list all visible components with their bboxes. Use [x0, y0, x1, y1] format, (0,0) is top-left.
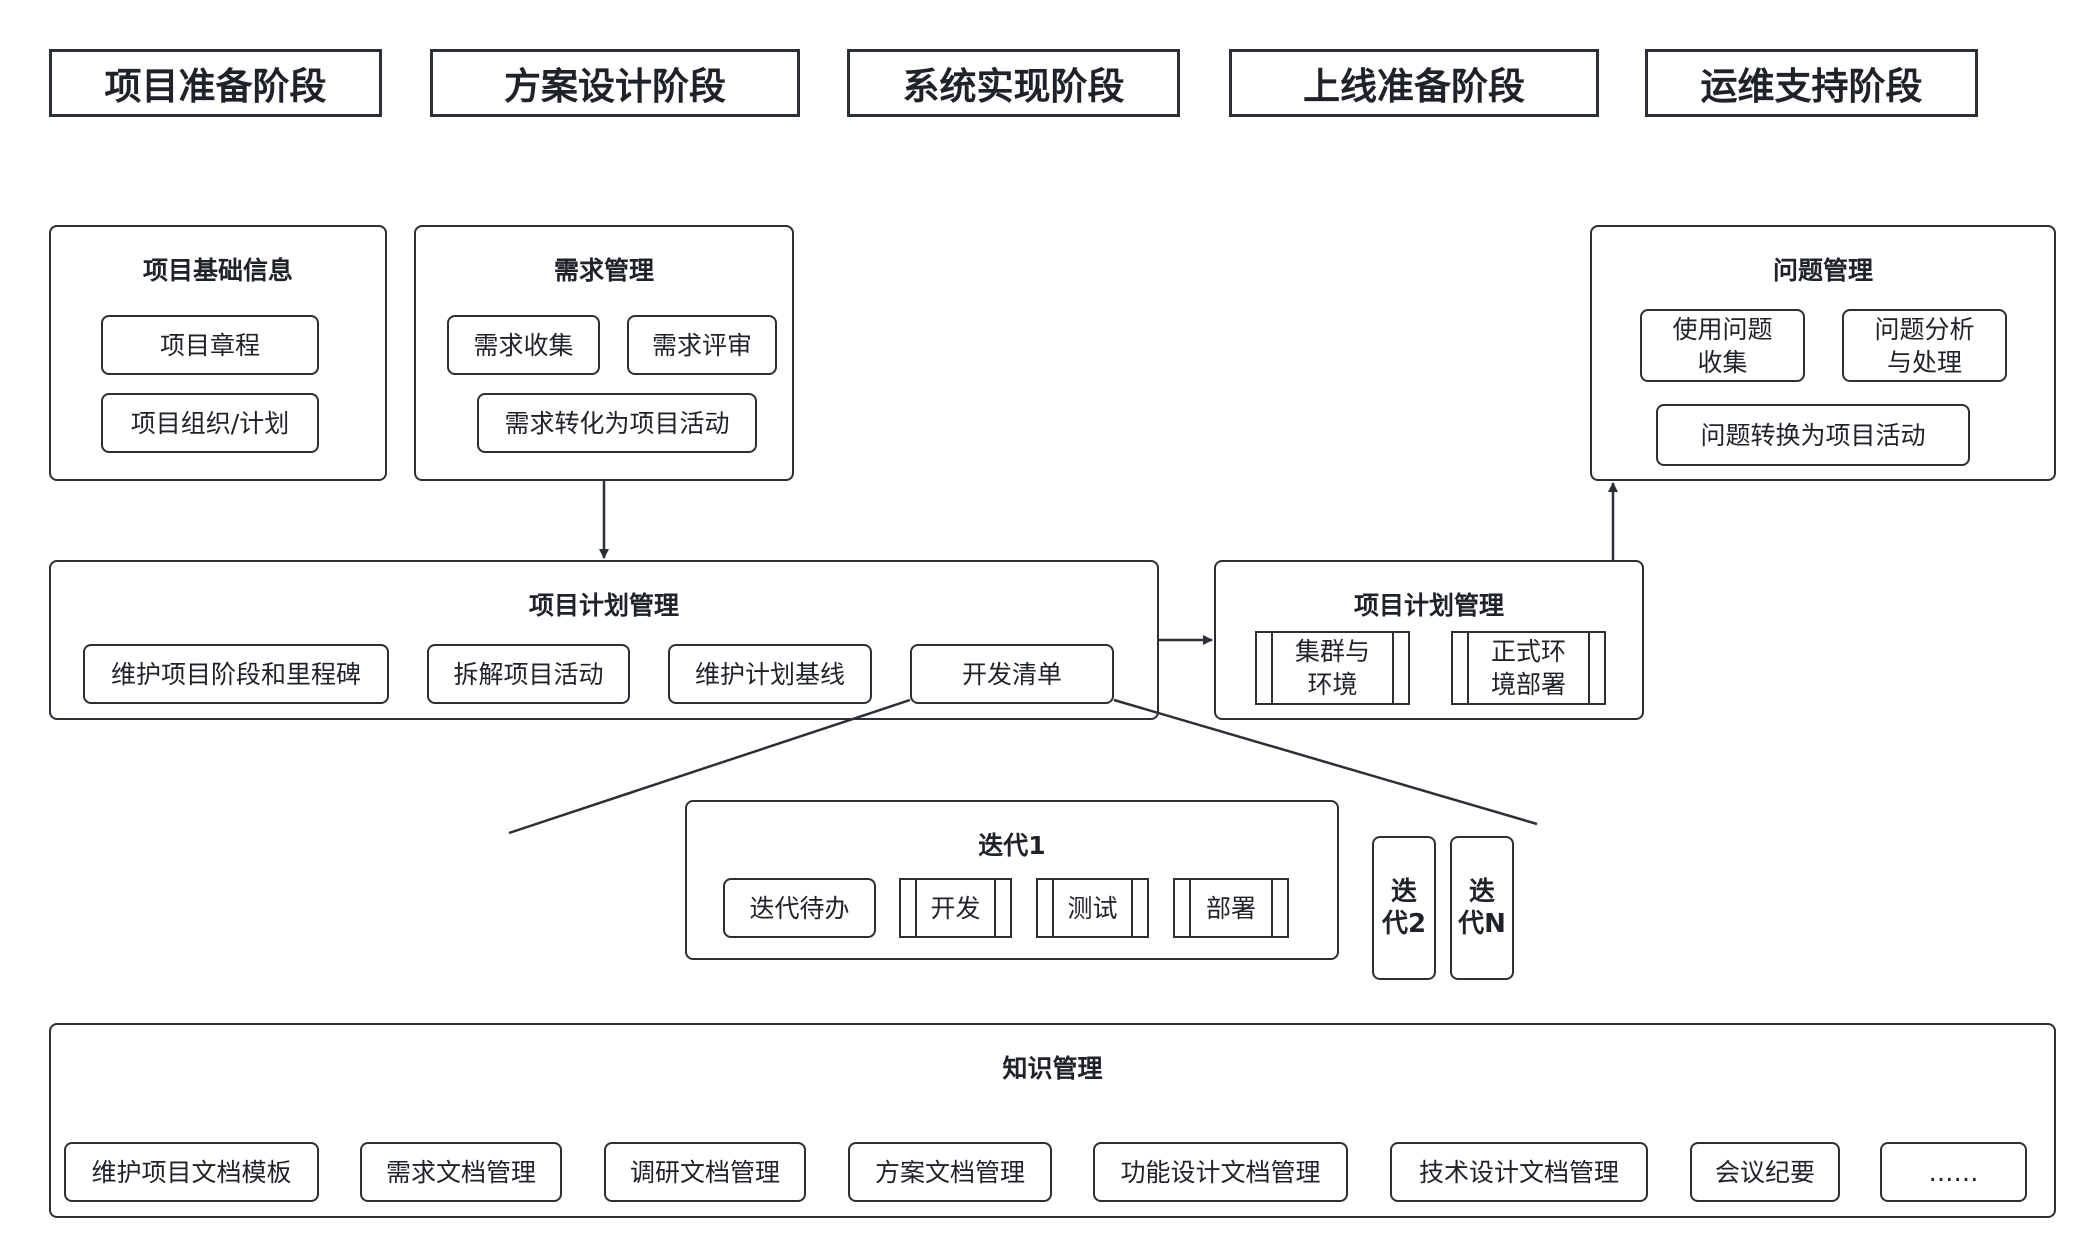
usage-issue-collection-item[interactable]: 使用问题收集 [1640, 309, 1805, 382]
deploy-process[interactable]: 部署 [1173, 878, 1289, 938]
doc-template-item[interactable]: 维护项目文档模板 [64, 1142, 319, 1202]
technical-design-doc-item[interactable]: 技术设计文档管理 [1390, 1142, 1648, 1202]
basic-info-title: 项目基础信息 [142, 256, 293, 285]
prod-deploy-process[interactable]: 正式环境部署 [1451, 631, 1606, 705]
stage-header-design: 方案设计阶段 [430, 49, 800, 117]
requirement-collection-item[interactable]: 需求收集 [447, 315, 600, 375]
solution-doc-item[interactable]: 方案文档管理 [848, 1142, 1052, 1202]
zoom-line-left [508, 698, 911, 835]
requirement-doc-item[interactable]: 需求文档管理 [360, 1142, 562, 1202]
zoom-line-right [1113, 698, 1538, 826]
iterationN-box[interactable]: 迭代N [1450, 836, 1514, 980]
project-charter-item[interactable]: 项目章程 [101, 315, 319, 375]
issue-to-activity-item[interactable]: 问题转换为项目活动 [1656, 404, 1970, 466]
stage-header-ops: 运维支持阶段 [1645, 49, 1978, 117]
maintain-baseline-item[interactable]: 维护计划基线 [668, 644, 872, 704]
issue-analysis-item[interactable]: 问题分析与处理 [1842, 309, 2007, 382]
requirement-review-item[interactable]: 需求评审 [627, 315, 777, 375]
stage-header-implement: 系统实现阶段 [847, 49, 1180, 117]
meeting-minutes-item[interactable]: 会议纪要 [1690, 1142, 1840, 1202]
requirement-to-activity-item[interactable]: 需求转化为项目活动 [477, 393, 757, 453]
requirements-title: 需求管理 [553, 256, 654, 285]
stage-header-launch: 上线准备阶段 [1229, 49, 1599, 117]
dev-checklist-item[interactable]: 开发清单 [910, 644, 1114, 704]
stage-header-prepare: 项目准备阶段 [49, 49, 382, 117]
iteration2-box[interactable]: 迭代2 [1372, 836, 1436, 980]
decompose-activities-item[interactable]: 拆解项目活动 [427, 644, 630, 704]
research-doc-item[interactable]: 调研文档管理 [604, 1142, 806, 1202]
deploy-plan-title: 项目计划管理 [1353, 591, 1504, 620]
more-ellipsis-item[interactable]: …… [1880, 1142, 2027, 1202]
test-process[interactable]: 测试 [1036, 878, 1149, 938]
knowledge-title: 知识管理 [1002, 1054, 1103, 1083]
iteration1-title: 迭代1 [978, 831, 1046, 860]
issues-title: 问题管理 [1772, 256, 1873, 285]
cluster-env-process[interactable]: 集群与环境 [1255, 631, 1410, 705]
functional-design-doc-item[interactable]: 功能设计文档管理 [1093, 1142, 1348, 1202]
develop-process[interactable]: 开发 [899, 878, 1012, 938]
iteration-backlog-item[interactable]: 迭代待办 [723, 878, 876, 938]
plan-management-title: 项目计划管理 [528, 591, 679, 620]
project-org-plan-item[interactable]: 项目组织/计划 [101, 393, 319, 453]
maintain-milestones-item[interactable]: 维护项目阶段和里程碑 [83, 644, 389, 704]
